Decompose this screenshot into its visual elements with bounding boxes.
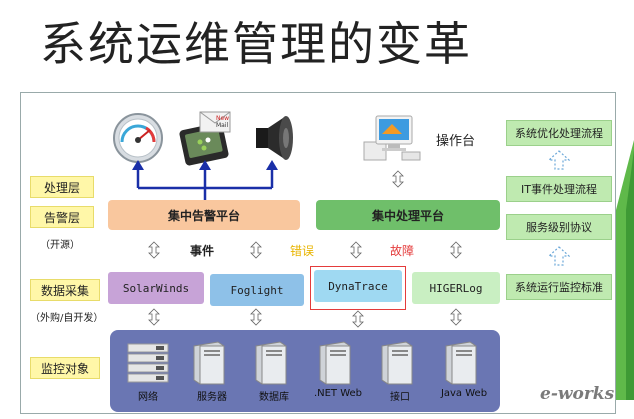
monitor-item-network: 网络 [124, 340, 172, 403]
server-icon [255, 341, 287, 385]
monitor-item-java-web: Java Web [440, 340, 488, 399]
monitor-item-database: 数据库 [250, 340, 298, 403]
mail-label-text: Mail [216, 122, 229, 129]
monitor-item-label: .NET Web [313, 388, 363, 399]
box-sla: 服务级别协议 [506, 214, 612, 240]
alert-platform: 集中告警平台 [108, 200, 300, 230]
updown-arrow-icon [350, 241, 362, 259]
updown-arrow-icon [250, 241, 262, 259]
monitor-item-label: 网络 [138, 392, 158, 403]
collector-higerlog: HIGERLog [412, 272, 500, 304]
monitor-item-label: 数据库 [259, 392, 289, 403]
server-icon [445, 341, 477, 385]
monitor-panel [110, 330, 500, 412]
box-ops-standard: 系统运行监控标准 [506, 274, 612, 300]
console-label: 操作台 [436, 134, 476, 149]
updown-arrow-icon [148, 241, 160, 259]
updown-arrow-icon [148, 308, 160, 326]
updown-arrow-icon [392, 170, 404, 188]
collector-foglight: Foglight [210, 274, 304, 306]
collector-dynatrace: DynaTrace [314, 270, 402, 302]
updown-arrow-icon [352, 310, 364, 328]
box-it-event-flow: IT事件处理流程 [506, 176, 612, 202]
monitor-item-dotnet-web: .NET Web [314, 340, 362, 399]
box-optimization-flow: 系统优化处理流程 [506, 120, 612, 146]
label-alert-layer: 告警层 [30, 206, 94, 228]
label-data-collection: 数据采集 [30, 279, 100, 301]
flow-word-event: 事件 [190, 244, 215, 258]
highlight-frame [310, 266, 406, 310]
monitor-item-label: 接口 [390, 392, 410, 403]
network-switch-icon [127, 343, 169, 383]
server-icon [381, 341, 413, 385]
dashed-up-arrow-icon [548, 246, 570, 266]
updown-arrow-icon [450, 241, 462, 259]
server-icon [319, 341, 351, 385]
console-computer-icon [363, 115, 421, 161]
alert-distribution-arrows [132, 160, 278, 204]
label-outsourced: （外购/自开发） [30, 313, 104, 324]
flow-word-fault: 故障 [390, 244, 415, 258]
flow-word-error: 错误 [290, 244, 315, 258]
server-icon [193, 341, 225, 385]
phone-mail-icon: New Mail [179, 111, 231, 166]
monitor-item-server: 服务器 [188, 340, 236, 403]
monitor-item-interface: 接口 [376, 340, 424, 403]
dashed-up-arrow-icon [548, 150, 570, 170]
speaker-icon [256, 116, 293, 160]
label-open-source: （开源） [40, 240, 80, 251]
updown-arrow-icon [450, 308, 462, 326]
mail-new-text: New [216, 115, 229, 122]
collector-solarwinds: SolarWinds [108, 272, 204, 304]
label-processing-layer: 处理层 [30, 176, 94, 198]
updown-arrow-icon [250, 308, 262, 326]
label-monitor-target: 监控对象 [30, 357, 100, 379]
gauge-icon [113, 113, 163, 163]
page-title: 系统运维管理的变革 [40, 17, 472, 71]
monitor-item-label: Java Web [440, 388, 488, 399]
decorative-stripe [616, 140, 634, 400]
processing-platform: 集中处理平台 [316, 200, 500, 230]
watermark-logo: e-works [540, 384, 615, 404]
monitor-item-label: 服务器 [197, 392, 227, 403]
